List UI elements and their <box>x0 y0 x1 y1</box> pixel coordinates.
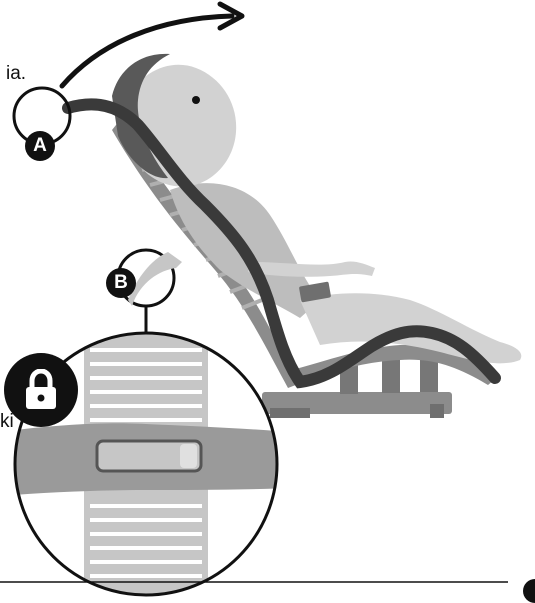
instruction-text-fragment: ia. <box>6 64 26 83</box>
corner-mark <box>523 579 535 603</box>
marker-b: B <box>106 268 136 298</box>
marker-a: A <box>25 131 55 161</box>
lock-badge <box>4 353 78 427</box>
side-text-fragment: ki <box>0 412 14 431</box>
lock-icon <box>22 369 60 411</box>
